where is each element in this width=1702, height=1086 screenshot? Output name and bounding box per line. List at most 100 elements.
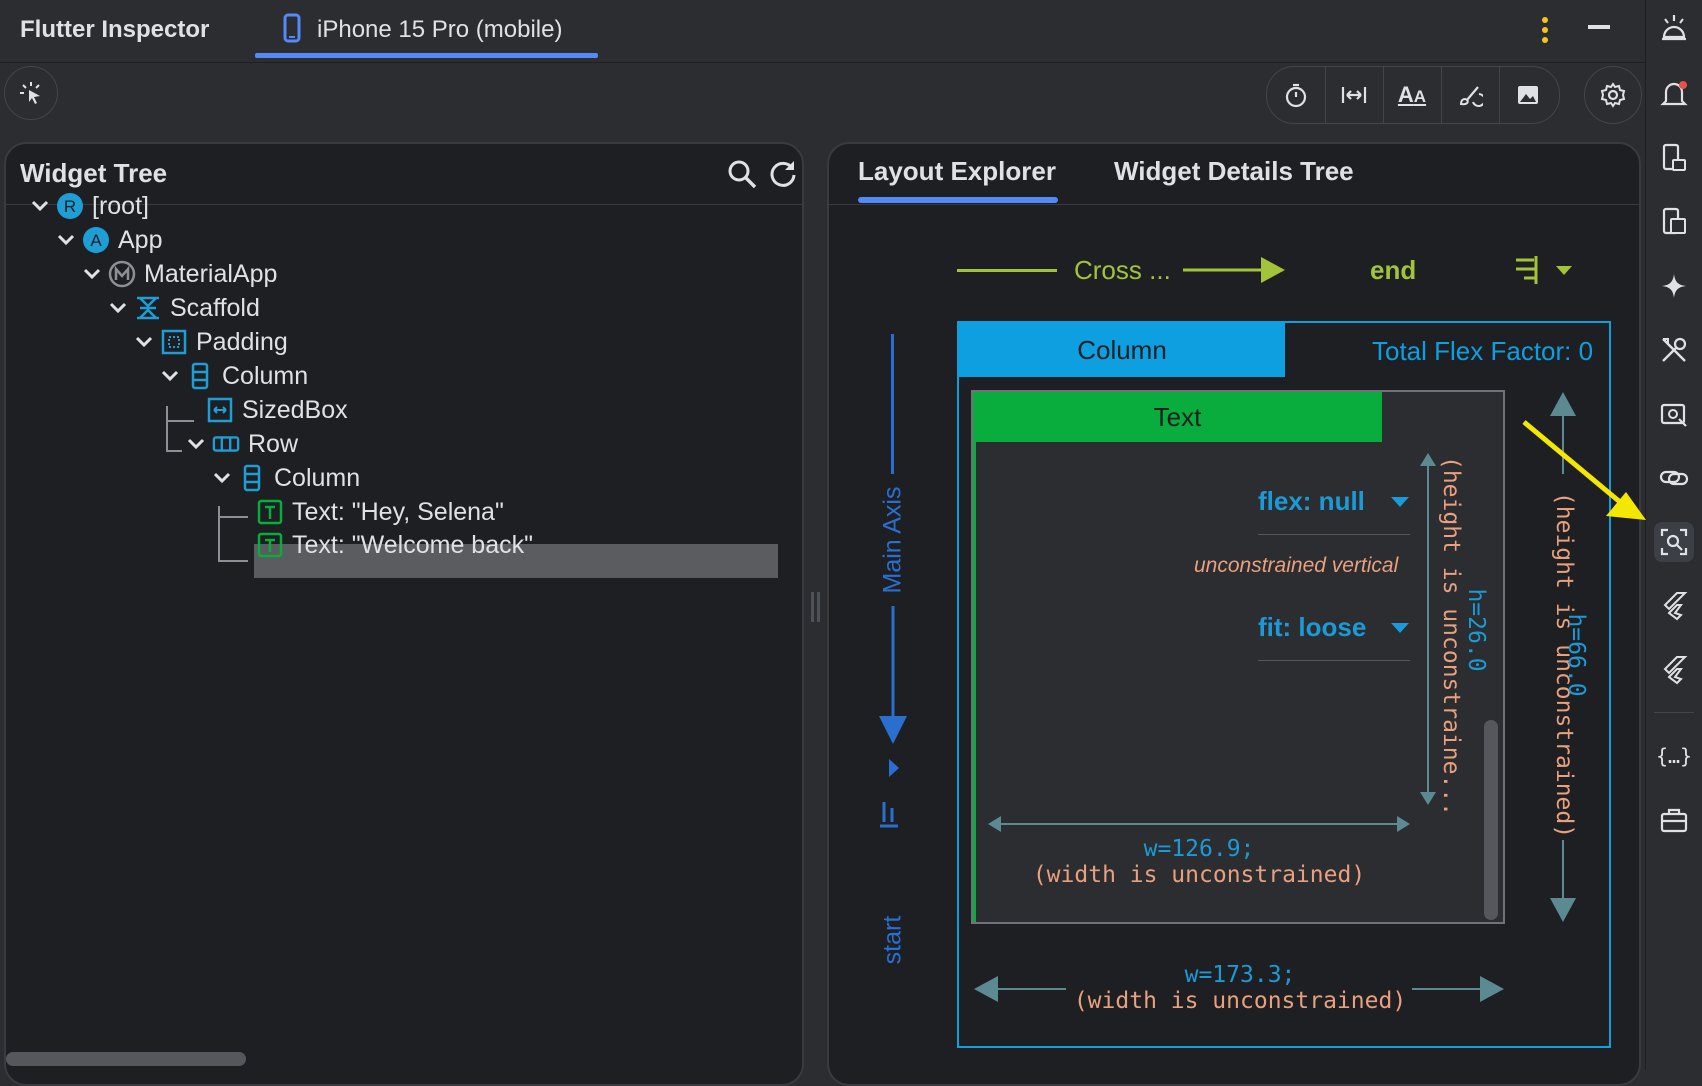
guidelines-icon bbox=[1340, 82, 1368, 108]
timer-icon bbox=[1283, 82, 1309, 108]
chevron-down-icon[interactable] bbox=[28, 194, 52, 218]
child-text-box[interactable] bbox=[971, 390, 1505, 924]
chevron-down-icon[interactable] bbox=[158, 364, 182, 388]
more-options-icon[interactable] bbox=[1540, 16, 1550, 44]
horizontal-scrollbar[interactable] bbox=[6, 1052, 246, 1066]
chevron-down-icon[interactable] bbox=[184, 432, 208, 456]
text-baseline-icon: AA bbox=[1397, 82, 1427, 107]
tree-node-column-inner[interactable]: Column bbox=[210, 462, 360, 494]
unconstrained-vertical-note: unconstrained vertical bbox=[1194, 554, 1399, 577]
tool-window-strip: {…} bbox=[1645, 0, 1702, 1070]
tree-node-row[interactable]: Row bbox=[184, 428, 298, 460]
flutter-performance-icon[interactable] bbox=[1654, 586, 1694, 626]
main-axis-alignment-value[interactable]: start bbox=[878, 915, 907, 965]
flex-dropdown-underline bbox=[1258, 534, 1410, 535]
main-axis-alignment-icon[interactable] bbox=[878, 796, 900, 830]
chevron-down-icon[interactable] bbox=[132, 330, 156, 354]
flutter-android-icon[interactable] bbox=[1654, 8, 1694, 48]
minimize-icon[interactable] bbox=[1588, 25, 1610, 29]
scaffold-icon bbox=[134, 294, 162, 322]
flex-value: flex: null bbox=[1258, 486, 1365, 516]
materialapp-icon bbox=[108, 260, 136, 288]
child-vertical-scrollbar[interactable] bbox=[1484, 720, 1498, 920]
device-tab-underline bbox=[255, 53, 598, 58]
device-manager-icon[interactable] bbox=[1654, 138, 1694, 178]
main-axis-label: Main Axis bbox=[878, 486, 907, 594]
highlight-repaints-button[interactable] bbox=[1441, 67, 1499, 123]
flutter-outline-icon[interactable] bbox=[1654, 650, 1694, 690]
selected-row-highlight bbox=[254, 544, 778, 578]
fit-dropdown[interactable]: fit: loose bbox=[1258, 612, 1410, 643]
tools-icon[interactable] bbox=[1654, 330, 1694, 370]
slow-animations-button[interactable] bbox=[1267, 67, 1325, 123]
highlight-oversized-images-button[interactable] bbox=[1499, 67, 1557, 123]
cross-axis-line-left bbox=[957, 269, 1057, 272]
refresh-icon[interactable] bbox=[768, 158, 798, 188]
tab-layout-explorer[interactable]: Layout Explorer bbox=[858, 156, 1056, 186]
child-width-value: w=126.9; bbox=[1143, 836, 1255, 862]
child-width-note: (width is unconstrained) bbox=[1032, 862, 1366, 888]
notifications-bell-icon[interactable] bbox=[1654, 74, 1694, 114]
cross-axis-alignment-dropdown[interactable] bbox=[1516, 256, 1576, 286]
screenshot-debug-icon[interactable] bbox=[1654, 394, 1694, 434]
main-axis-value-box: start bbox=[861, 908, 925, 972]
padding-icon bbox=[160, 328, 188, 356]
tree-node-padding[interactable]: Padding bbox=[132, 326, 288, 358]
search-icon[interactable] bbox=[726, 158, 758, 190]
chevron-down-icon[interactable] bbox=[210, 466, 234, 490]
tab-widget-details-tree[interactable]: Widget Details Tree bbox=[1114, 156, 1354, 186]
tree-node-materialapp[interactable]: MaterialApp bbox=[80, 258, 277, 290]
parent-height-value-box: h=66.0 bbox=[1556, 600, 1596, 710]
chevron-down-icon[interactable] bbox=[106, 296, 130, 320]
main-axis-line-top bbox=[891, 334, 894, 474]
tree-node-scaffold[interactable]: Scaffold bbox=[106, 292, 260, 324]
child-width-arrow-icon bbox=[987, 814, 1411, 834]
tree-node-label: SizedBox bbox=[242, 395, 348, 424]
display-options-group: AA bbox=[1266, 66, 1560, 124]
device-tab[interactable]: iPhone 15 Pro (mobile) bbox=[255, 0, 598, 62]
parent-width-arrow-right-icon bbox=[1412, 974, 1506, 1004]
tree-node-text-hey[interactable]: Text: "Hey, Selena" bbox=[256, 496, 504, 528]
running-devices-icon[interactable] bbox=[1654, 202, 1694, 242]
cross-axis-alignment-value[interactable]: end bbox=[1370, 255, 1417, 285]
tree-node-column[interactable]: Column bbox=[158, 360, 308, 392]
show-baselines-button[interactable]: AA bbox=[1383, 67, 1441, 123]
tree-node-root[interactable]: R [root] bbox=[28, 190, 149, 222]
main-axis-collapse-icon[interactable] bbox=[888, 758, 900, 778]
column-icon bbox=[186, 362, 214, 390]
flex-dropdown[interactable]: flex: null bbox=[1258, 486, 1410, 517]
parent-width-value: w=173.3; bbox=[1184, 962, 1296, 988]
cross-axis-arrow-icon bbox=[1183, 254, 1287, 286]
splitter-handle[interactable] bbox=[811, 592, 814, 622]
show-guidelines-button[interactable] bbox=[1325, 67, 1383, 123]
select-widget-icon bbox=[18, 80, 44, 106]
child-text-header[interactable]: Text bbox=[973, 392, 1382, 442]
tree-node-label: [root] bbox=[92, 191, 149, 220]
repaint-brush-icon bbox=[1457, 82, 1483, 108]
select-widget-mode-button[interactable] bbox=[4, 66, 58, 120]
child-height-value: h=26.0 bbox=[1463, 588, 1489, 672]
sizedbox-icon bbox=[206, 396, 234, 424]
tree-node-sizedbox[interactable]: SizedBox bbox=[206, 394, 348, 426]
toolbox-icon[interactable] bbox=[1654, 800, 1694, 840]
flutter-inspector-icon[interactable] bbox=[1654, 522, 1694, 562]
parent-column-header[interactable]: Column bbox=[959, 323, 1285, 377]
tree-node-text-welcome[interactable]: Text: "Welcome back" bbox=[256, 529, 533, 561]
svg-text:R: R bbox=[64, 197, 76, 216]
gemini-sparkle-icon[interactable] bbox=[1654, 266, 1694, 306]
svg-text:A: A bbox=[90, 231, 102, 250]
device-tab-label: iPhone 15 Pro (mobile) bbox=[317, 16, 563, 43]
parent-width-note: (width is unconstrained) bbox=[1073, 988, 1407, 1014]
json-braces-icon[interactable]: {…} bbox=[1655, 744, 1693, 768]
widget-tree-title: Widget Tree bbox=[20, 158, 168, 188]
phone-icon bbox=[283, 13, 301, 43]
chevron-down-icon[interactable] bbox=[80, 262, 104, 286]
tree-node-app[interactable]: A App bbox=[54, 224, 162, 256]
parent-column-box bbox=[957, 321, 1611, 1048]
deep-links-icon[interactable] bbox=[1654, 458, 1694, 498]
tool-window-title: Flutter Inspector bbox=[20, 16, 210, 43]
settings-button[interactable] bbox=[1584, 66, 1642, 124]
fit-dropdown-underline bbox=[1258, 660, 1410, 661]
total-flex-factor: Total Flex Factor: 0 bbox=[1372, 336, 1594, 366]
chevron-down-icon[interactable] bbox=[54, 228, 78, 252]
